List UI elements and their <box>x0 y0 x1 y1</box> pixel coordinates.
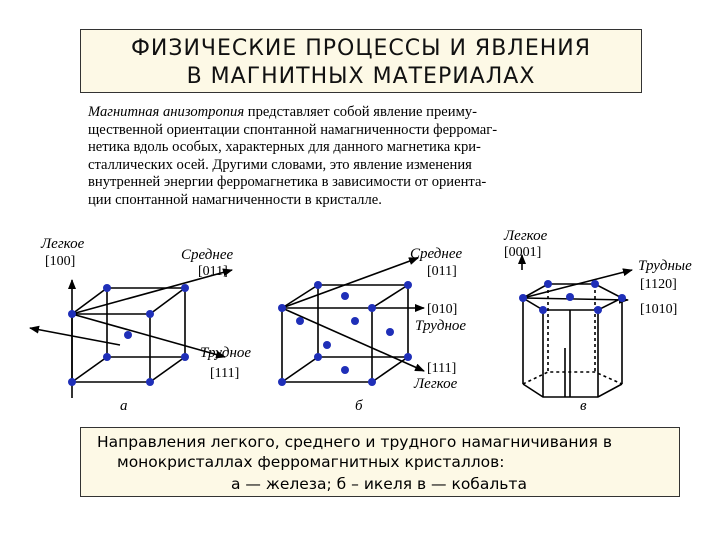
figure-c-hard-label: Трудные <box>638 258 692 274</box>
paragraph-line-1: Магнитная анизотропия представляет собой… <box>88 104 650 122</box>
figure-c-hard-index-1: [1120] <box>640 277 677 292</box>
figure-b-easy-index: [111] <box>427 361 456 376</box>
paragraph-line-6: ции спонтанной намагниченности в кристал… <box>88 191 382 208</box>
figure-c-letter: в <box>580 398 587 414</box>
figure-a-hard-index: [111] <box>210 366 239 381</box>
figure-a-easy-index: [100] <box>45 254 75 269</box>
caption-line-1: Направления легкого, среднего и трудного… <box>97 433 612 451</box>
paragraph-line-2: щественной ориентации спонтанной намагни… <box>88 121 498 138</box>
figure-a-hard-label: Трудное <box>200 345 251 361</box>
title-line-2: В МАГНИТНЫХ МАТЕРИАЛАХ <box>186 64 536 89</box>
figure-b-hard-label: Трудное <box>415 318 466 334</box>
figure-a-medium-label: Среднее <box>181 247 233 263</box>
anisotropy-paragraph: Магнитная анизотропия представляет собой… <box>88 104 650 210</box>
caption-line-3: а — железа; б – икеля в — кобальта <box>231 475 527 493</box>
figure-a-letter: а <box>120 398 128 414</box>
figure-b-letter: б <box>355 398 363 414</box>
figure-c-easy-index: [0001] <box>504 245 541 260</box>
figure-b-medium-label: Среднее <box>410 246 462 262</box>
caption-box: Направления легкого, среднего и трудного… <box>80 427 680 497</box>
figure-c-cobalt-hcp <box>518 254 633 398</box>
paragraph-line-4: сталлических осей. Другими словами, это … <box>88 156 472 173</box>
figure-a-medium-index: [011] <box>198 264 228 279</box>
title-box: ФИЗИЧЕСКИЕ ПРОЦЕССЫ И ЯВЛЕНИЯ В МАГНИТНЫ… <box>80 29 642 93</box>
paragraph-term: Магнитная анизотропия <box>88 104 245 120</box>
paragraph-line-1-rest: представляет собой явление преиму- <box>244 104 477 120</box>
title-line-1: ФИЗИЧЕСКИЕ ПРОЦЕССЫ И ЯВЛЕНИЯ <box>130 36 592 61</box>
figure-c-hard-index-2: [1010] <box>640 302 677 317</box>
figure-b-easy-label: Легкое <box>413 376 458 392</box>
figure-a-iron-bcc <box>29 268 233 398</box>
paragraph-line-3: нетика вдоль особых, характерных для дан… <box>88 139 481 156</box>
figure-b-hard-index: [010] <box>427 302 457 317</box>
caption-line-2: монокристаллах ферромагнитных кристаллов… <box>117 453 505 471</box>
figure-a-atoms <box>68 284 189 386</box>
figure-b-atoms <box>278 281 412 386</box>
figure-b-medium-index: [011] <box>427 264 457 279</box>
paragraph-line-5: внутренней энергии ферромагнетика в зави… <box>88 174 487 191</box>
figure-c-easy-label: Легкое <box>503 228 548 244</box>
figure-c-atoms <box>519 280 626 314</box>
figure-a-easy-label: Легкое <box>40 236 85 252</box>
